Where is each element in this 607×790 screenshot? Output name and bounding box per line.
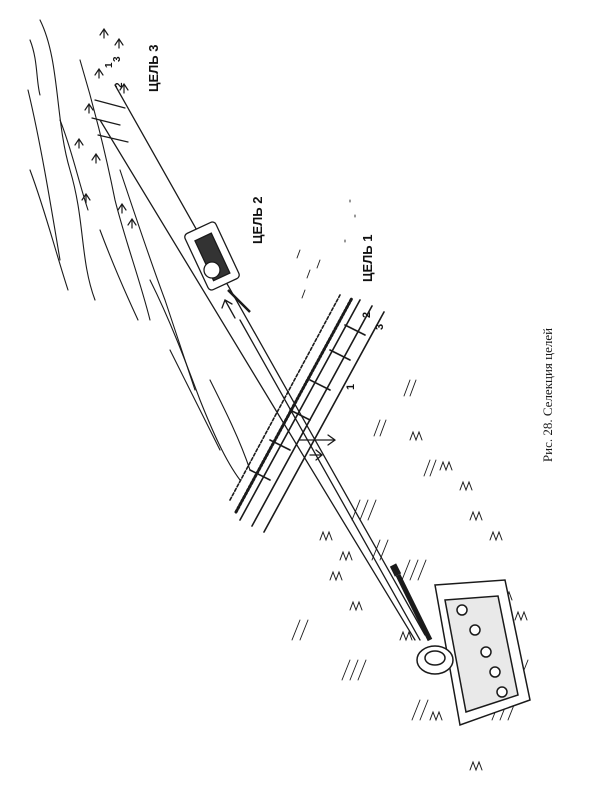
own-tank [389,563,531,727]
target2-label: ЦЕЛЬ 2 [250,197,265,244]
marker-t3-1: 1 [104,62,115,68]
sight-line-target3-upper [99,119,416,641]
fence-markers: 2 3 1 1 2 3 [104,56,386,390]
marker-t3-3: 3 [112,56,123,62]
sight-line-target2 [239,319,421,641]
marker-t1-1: 1 [345,384,357,390]
target1-wire-fence [229,294,385,533]
target2-enemy-tank [184,221,251,313]
target3-label: ЦЕЛЬ 3 [146,45,161,92]
marker-t1-2: 2 [361,312,373,318]
marker-t3-2: 2 [114,82,125,88]
marker-t1-3: 3 [374,324,386,330]
sight-lines [99,84,426,641]
trajectory-arrows [221,299,337,461]
terrain-trees [74,27,137,229]
ground-hatching [291,199,529,721]
sight-line-target3-lower [114,84,426,636]
target3-position [91,99,129,143]
terrain-ridges [27,19,251,481]
target1-label: ЦЕЛЬ 1 [360,235,375,282]
figure-caption: Рис. 28. Селекция целей [540,327,555,463]
